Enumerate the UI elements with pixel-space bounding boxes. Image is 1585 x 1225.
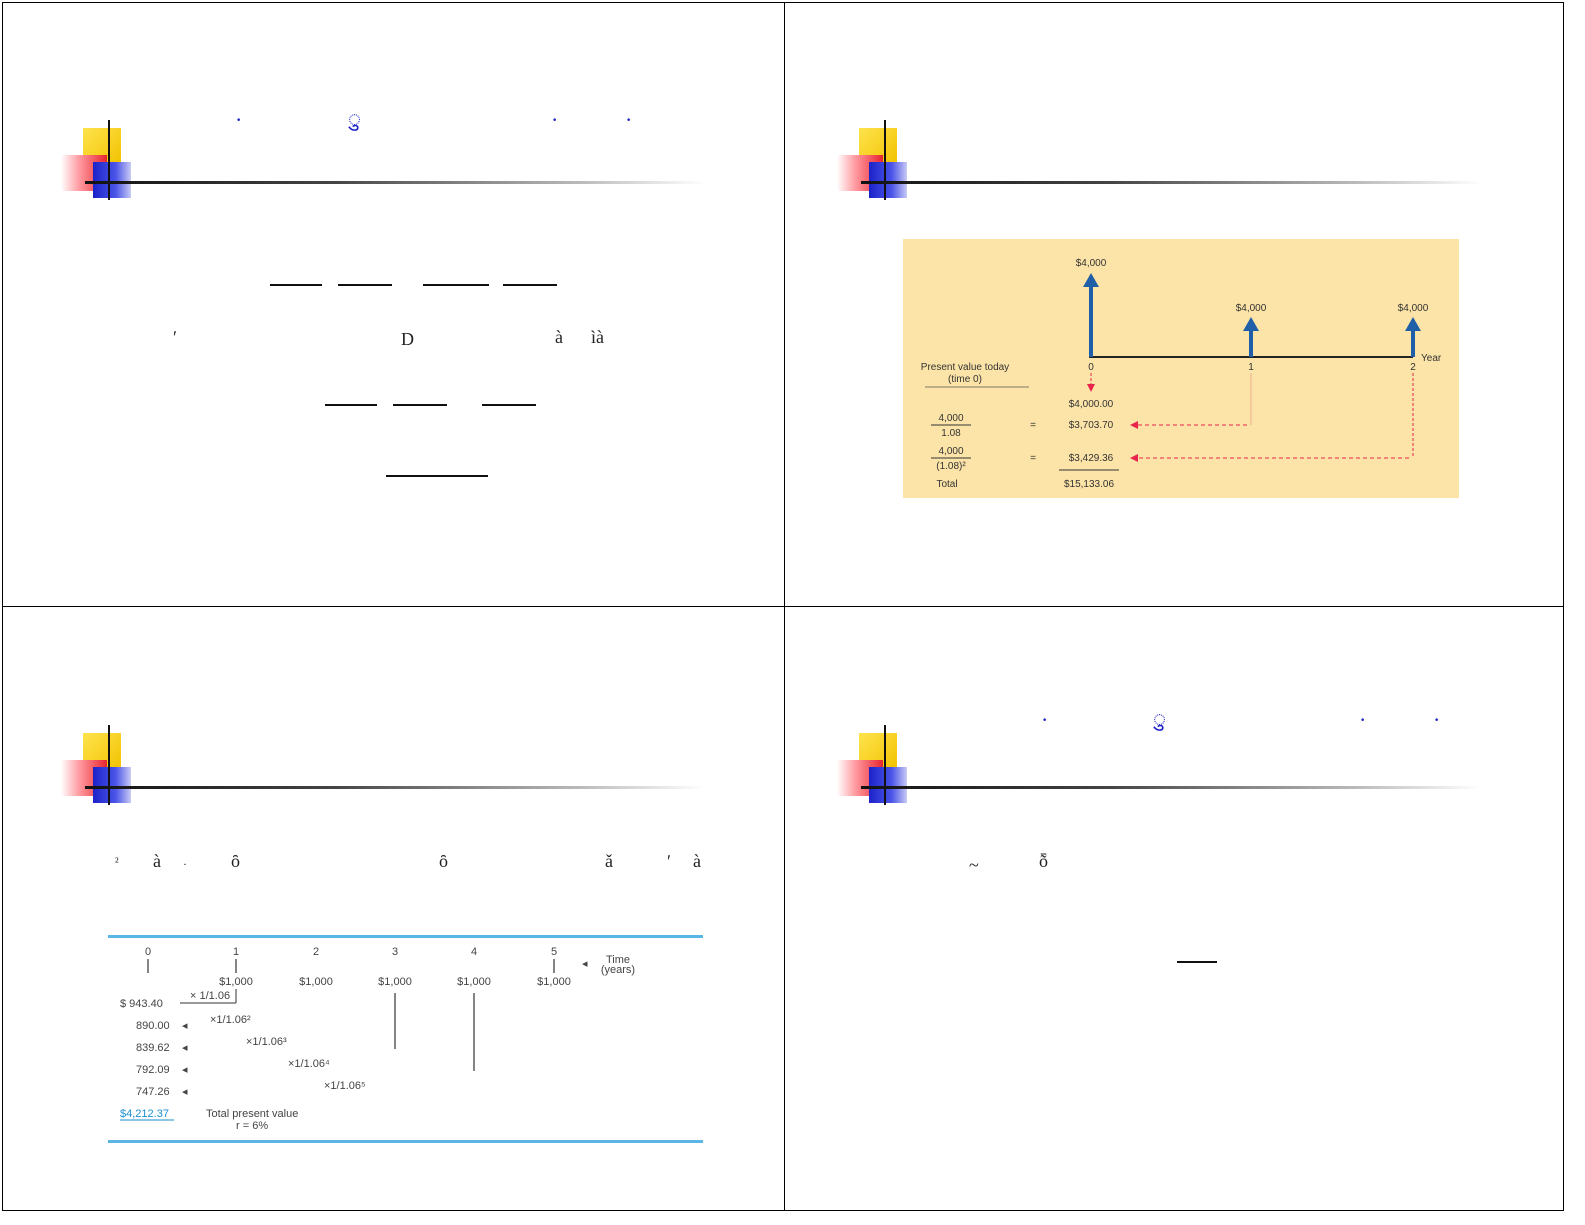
text-fragment: ȭ bbox=[1039, 851, 1048, 871]
present-value-timeline-figure: $4,000 $4,000 $4,000 0 1 2 Year Present … bbox=[903, 239, 1459, 498]
text-fragment: ǎ bbox=[605, 851, 613, 871]
cash-flow-arrow-2 bbox=[1405, 317, 1421, 331]
title-ornament bbox=[61, 120, 705, 208]
fraction-bar bbox=[338, 284, 392, 286]
title-fragment: ु bbox=[1153, 706, 1167, 731]
cash-flow-4: $1,000 bbox=[457, 976, 491, 988]
time-arrow-icon: ◂ bbox=[582, 958, 588, 970]
arrow-icon: ◂ bbox=[182, 1042, 188, 1054]
time-label-5: 5 bbox=[551, 946, 557, 958]
year-label-2: 2 bbox=[1410, 362, 1416, 373]
discount-factor-5: ×1/1.06⁵ bbox=[324, 1080, 366, 1092]
total-value: $15,133.06 bbox=[1064, 479, 1114, 490]
cash-flow-arrow-1 bbox=[1243, 317, 1259, 331]
discount-factor-4: ×1/1.06⁴ bbox=[288, 1058, 330, 1070]
annuity-diagram: 0 1 2 3 4 5 ◂ Time (years) $1,000 $1,000… bbox=[108, 935, 703, 1143]
annuity-timeline-figure: 0 1 2 3 4 5 ◂ Time (years) $1,000 $1,000… bbox=[108, 935, 703, 1145]
pv-value-2: $3,429.36 bbox=[1069, 453, 1114, 464]
title-ornament bbox=[837, 120, 1481, 208]
title-ornament bbox=[837, 725, 1481, 813]
slide-4: · ु · · ~ ȭ bbox=[784, 606, 1564, 1211]
pv-value-1: $3,703.70 bbox=[1069, 420, 1114, 431]
time-label-3: 3 bbox=[392, 946, 398, 958]
discount-factor-3: ×1/1.06³ bbox=[246, 1036, 287, 1048]
title-ornament bbox=[61, 725, 705, 813]
cash-flow-1: $1,000 bbox=[219, 976, 253, 988]
cash-flow-5: $1,000 bbox=[537, 976, 571, 988]
text-fragment: à bbox=[153, 851, 161, 871]
text-fragment: ʹ bbox=[173, 327, 177, 347]
cash-flow-label-1: $4,000 bbox=[1236, 303, 1267, 314]
pv-equals-1: = bbox=[1030, 420, 1036, 431]
cash-flow-arrow-0 bbox=[1083, 273, 1099, 287]
fraction-bar bbox=[325, 404, 377, 406]
fraction-bar bbox=[503, 284, 557, 286]
title-fragment: · bbox=[625, 107, 633, 132]
pv-value-1: $ 943.40 bbox=[120, 998, 163, 1010]
text-fragment: · bbox=[183, 857, 187, 871]
title-fragment: · bbox=[235, 107, 243, 132]
cash-flow-3: $1,000 bbox=[378, 976, 412, 988]
arrow-icon: ◂ bbox=[182, 1020, 188, 1032]
text-fragment: à bbox=[555, 327, 563, 347]
text-fragment: ȏ bbox=[231, 851, 240, 871]
pv-value-0: $4,000.00 bbox=[1069, 399, 1114, 410]
year-label-0: 0 bbox=[1088, 362, 1094, 373]
pv-denominator-2: (1.08)² bbox=[936, 461, 966, 472]
text-fragment: à bbox=[693, 851, 701, 871]
total-label: Total bbox=[936, 479, 957, 490]
pv-numerator-1: 4,000 bbox=[938, 413, 963, 424]
timeline-diagram: $4,000 $4,000 $4,000 0 1 2 Year Present … bbox=[921, 258, 1442, 490]
time-label-1: 1 bbox=[233, 946, 239, 958]
cash-flow-label-2: $4,000 bbox=[1398, 303, 1429, 314]
title-fragment: ु bbox=[348, 106, 362, 131]
time-label-0: 0 bbox=[145, 946, 151, 958]
arrow-icon: ◂ bbox=[182, 1086, 188, 1098]
title-fragment: · bbox=[1041, 707, 1049, 732]
pv-value-3: 839.62 bbox=[136, 1042, 170, 1054]
total-pv-label: Total present value bbox=[206, 1108, 298, 1120]
title-fragment: · bbox=[1359, 707, 1367, 732]
pv-value-2: 890.00 bbox=[136, 1020, 170, 1032]
arrow-icon: ◂ bbox=[182, 1064, 188, 1076]
pv-equals-2: = bbox=[1030, 453, 1036, 464]
year-label-1: 1 bbox=[1248, 362, 1254, 373]
pv-numerator-2: 4,000 bbox=[938, 446, 963, 457]
slide-2: $4,000 $4,000 $4,000 0 1 2 Year Present … bbox=[784, 2, 1564, 607]
text-fragment: ȏ bbox=[439, 851, 448, 871]
slide-1: · ु · · ʹ D à ìà bbox=[2, 2, 785, 607]
fraction-bar bbox=[270, 284, 322, 286]
fraction-bar bbox=[393, 404, 447, 406]
text-fragment: ìà bbox=[591, 327, 604, 347]
discount-factor-1: × 1/1.06 bbox=[190, 990, 230, 1002]
fraction-bar bbox=[482, 404, 536, 406]
title-fragment: · bbox=[551, 107, 559, 132]
text-fragment: ʹ bbox=[667, 851, 671, 871]
slide-3: ² à · ȏ ȏ ǎ ʹ à 0 1 2 3 4 5 ◂ Time (year bbox=[2, 606, 785, 1211]
pv-value-4: 792.09 bbox=[136, 1064, 170, 1076]
time-label-2: 2 bbox=[313, 946, 319, 958]
rate-label: r = 6% bbox=[236, 1120, 268, 1132]
text-fragment: D bbox=[401, 329, 414, 349]
cash-flow-label-0: $4,000 bbox=[1076, 258, 1107, 269]
axis-label: Year bbox=[1421, 353, 1442, 364]
pv-denominator-1: 1.08 bbox=[941, 428, 961, 439]
fraction-bar bbox=[386, 475, 488, 477]
fraction-bar bbox=[1177, 961, 1217, 963]
pv-label-line-2: (time 0) bbox=[948, 374, 982, 385]
time-axis-label-2: (years) bbox=[601, 964, 635, 976]
pv-label-line-1: Present value today bbox=[921, 362, 1009, 373]
title-fragment: · bbox=[1433, 707, 1441, 732]
discount-factor-2: ×1/1.06² bbox=[210, 1014, 251, 1026]
fraction-bar bbox=[423, 284, 489, 286]
time-axis-label-1: Time bbox=[606, 954, 630, 966]
text-fragment: ² bbox=[115, 855, 119, 869]
pv-value-5: 747.26 bbox=[136, 1086, 170, 1098]
time-label-4: 4 bbox=[471, 946, 477, 958]
cash-flow-2: $1,000 bbox=[299, 976, 333, 988]
total-pv-value: $4,212.37 bbox=[120, 1108, 169, 1120]
text-fragment: ~ bbox=[969, 855, 979, 875]
